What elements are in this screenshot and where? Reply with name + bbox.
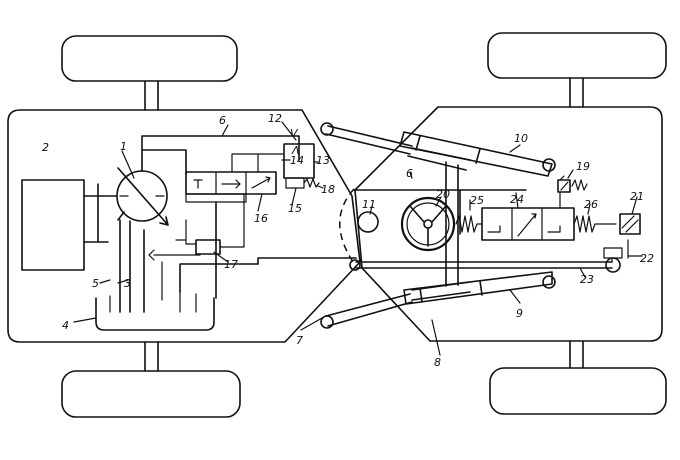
feedback-rod xyxy=(355,261,613,269)
actuator-21 xyxy=(619,213,641,235)
steering-cylinders xyxy=(320,122,556,329)
steering-spokes xyxy=(409,205,447,247)
label-7: 7 xyxy=(296,334,303,347)
filter-lines xyxy=(175,193,245,248)
sensor-19 xyxy=(557,179,571,193)
leader-lines xyxy=(73,121,643,356)
axle-front-top xyxy=(569,77,584,108)
label-5: 5 xyxy=(92,277,99,290)
pressure-line-top xyxy=(141,135,300,172)
wheels xyxy=(61,32,667,418)
steering-valve-symbols xyxy=(487,213,561,237)
axle-rear-bottom xyxy=(144,341,159,372)
label-26: 26 xyxy=(584,198,598,211)
label-17: 17 xyxy=(224,258,238,271)
chassis xyxy=(7,106,663,343)
axle-rear-top xyxy=(144,80,159,111)
spring-26 xyxy=(573,215,617,233)
label-10: 10 xyxy=(514,132,528,145)
wheel-front-right xyxy=(489,367,667,415)
upper-cylinder-body xyxy=(399,131,553,177)
tank-lines xyxy=(109,291,197,313)
label-4: 4 xyxy=(62,319,69,332)
upper-cylinder-sleeve xyxy=(407,147,471,171)
bracket-22-link xyxy=(611,239,629,263)
label-2: 2 xyxy=(42,141,49,154)
wheel-rear-right xyxy=(61,370,241,418)
check-valve xyxy=(148,249,201,301)
valve-symbols xyxy=(193,176,271,189)
wheel-front-left xyxy=(487,32,667,79)
lower-cylinder-eye xyxy=(542,275,556,289)
upper-cylinder-rod xyxy=(325,125,413,155)
label-15: 15 xyxy=(288,202,302,215)
return-line xyxy=(117,211,125,313)
spring-25 xyxy=(455,215,483,233)
spring-valve-15 xyxy=(285,177,305,189)
actuator-hatch xyxy=(621,215,639,233)
valve-symbol-v: V xyxy=(290,127,299,140)
pump-variable-arrow xyxy=(117,167,169,226)
valve-symbol-caret: Λ xyxy=(291,144,300,157)
rod-end-right xyxy=(605,257,621,273)
label-12: 12 xyxy=(268,112,282,125)
cross-line xyxy=(257,257,357,265)
rod-end-left xyxy=(349,259,361,271)
oil-tank xyxy=(95,297,215,331)
label-3: 3 xyxy=(124,277,131,290)
label-6-front: 6 xyxy=(406,167,413,180)
label-14: 14 xyxy=(290,154,304,167)
valve-cells xyxy=(215,171,247,195)
label-23: 23 xyxy=(580,273,594,286)
lower-cylinder-body xyxy=(403,271,553,305)
label-18: 18 xyxy=(321,183,335,196)
cylinder-hoses xyxy=(445,161,459,287)
label-21: 21 xyxy=(630,190,644,203)
label-19: 19 xyxy=(576,160,590,173)
rear-frame-outline xyxy=(7,109,361,343)
label-25: 25 xyxy=(470,194,484,207)
spring-18 xyxy=(303,178,320,188)
lower-cylinder-sleeve xyxy=(411,281,471,301)
wheel-rear-left xyxy=(61,35,238,82)
upper-cylinder-eye xyxy=(542,158,556,172)
label-13: 13 xyxy=(316,154,330,167)
sensor-19-spring xyxy=(571,179,588,191)
bracket-22 xyxy=(603,247,623,259)
callout-labels: 1 2 3 4 5 6 6 7 8 9 10 11 12 V Λ 13 14 1… xyxy=(42,112,654,369)
front-components xyxy=(349,175,641,273)
steering-wheel-rim xyxy=(400,196,456,252)
articulation-pivot xyxy=(357,211,379,233)
lower-rod-eye xyxy=(320,315,334,329)
label-8: 8 xyxy=(434,356,441,369)
label-6-top: 6 xyxy=(219,114,226,127)
label-22: 22 xyxy=(640,252,654,265)
steering-hub xyxy=(423,219,433,229)
label-16: 16 xyxy=(254,212,268,225)
axle-front-bottom xyxy=(569,340,584,369)
label-11: 11 xyxy=(362,198,376,211)
steering-valve-cells xyxy=(511,207,543,241)
rear-components xyxy=(21,135,357,331)
label-24: 24 xyxy=(510,193,524,206)
valve-block-lower xyxy=(185,193,247,203)
engine-block xyxy=(21,179,85,271)
tank-return-path xyxy=(179,201,259,299)
relief-valve-link xyxy=(231,153,285,173)
front-frame-outline xyxy=(354,106,663,342)
pressure-line-branch xyxy=(141,149,187,175)
label-20: 20 xyxy=(436,188,450,201)
sensor-19-arrow xyxy=(559,175,569,191)
valve-block xyxy=(185,171,277,195)
drive-shaft xyxy=(83,183,117,243)
leader-lines-paths xyxy=(73,121,643,356)
lower-cylinder-rod xyxy=(325,293,413,327)
label-1: 1 xyxy=(120,140,127,153)
upper-rod-eye xyxy=(320,122,334,136)
pivot-arc xyxy=(339,188,355,263)
label-9: 9 xyxy=(516,307,523,320)
